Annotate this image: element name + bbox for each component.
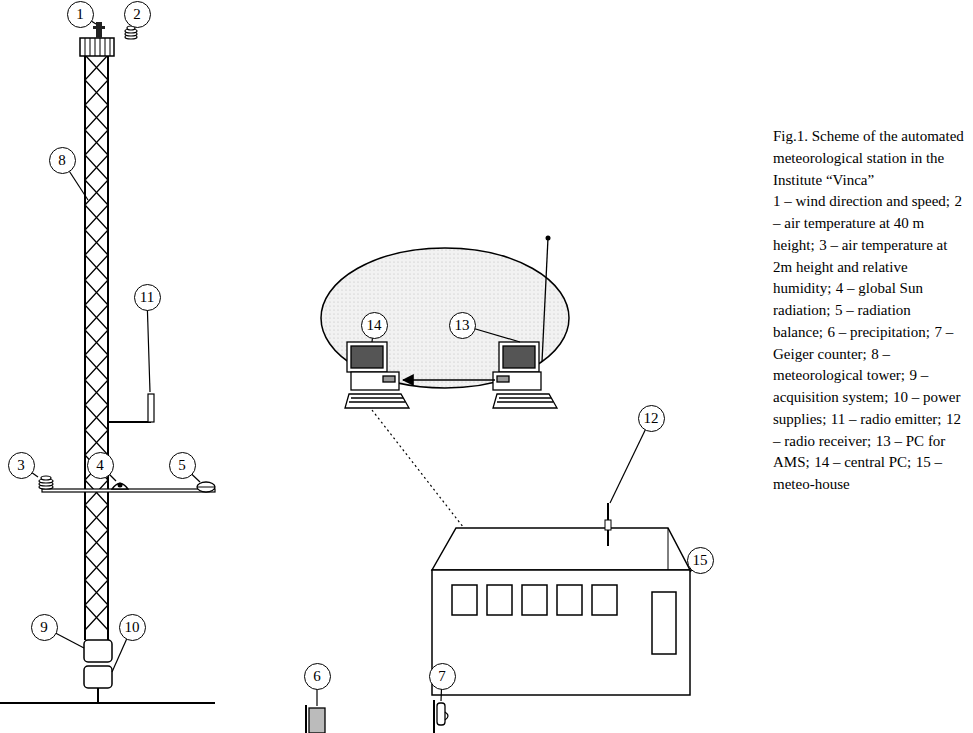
callout-number: 3 [17,458,25,473]
key-item: 11 – radio emitter; [831,411,942,427]
callout-number: 12 [644,411,659,426]
callout-number: 8 [58,153,66,168]
callout-circle: 15 [687,547,714,574]
callout-number: 9 [40,620,48,635]
callout-circle: 6 [304,663,331,690]
callout-circle: 2 [124,1,151,28]
callout-number: 1 [76,7,84,22]
callout-circle: 13 [449,312,476,339]
meteorological-tower [85,55,108,640]
callout-circle: 7 [429,663,456,690]
callout-number: 4 [96,458,104,473]
callout-circle: 5 [169,452,196,479]
callout-number: 15 [693,553,708,568]
callout-number: 5 [178,458,186,473]
callout-number: 10 [125,620,140,635]
callout-circle: 10 [119,614,146,641]
key-item: 14 – central PC; [814,454,911,470]
callout-circle: 11 [134,284,161,311]
callout-number: 13 [455,318,470,333]
leader-lines [21,14,700,706]
key-item: 6 – precipitation; [827,324,929,340]
callout-circle: 12 [638,405,665,432]
figure-caption: Fig.1. Scheme of the automated meteorolo… [773,126,965,191]
central-pc [345,342,409,408]
callout-number: 11 [140,290,154,305]
callout-circle: 1 [67,1,94,28]
figure-caption-block: Fig.1. Scheme of the automated meteorolo… [773,126,965,496]
callout-circle: 3 [8,452,35,479]
key-item: 1 – wind direction and speed; [773,193,950,209]
callout-circle: 8 [49,147,76,174]
ams-pc [493,342,557,408]
callout-number: 6 [313,669,321,684]
callout-number: 7 [438,669,446,684]
callout-circle: 14 [361,312,388,339]
callout-circle: 4 [87,452,114,479]
callout-number: 14 [367,318,382,333]
callout-number: 2 [133,7,141,22]
callout-circle: 9 [31,614,58,641]
